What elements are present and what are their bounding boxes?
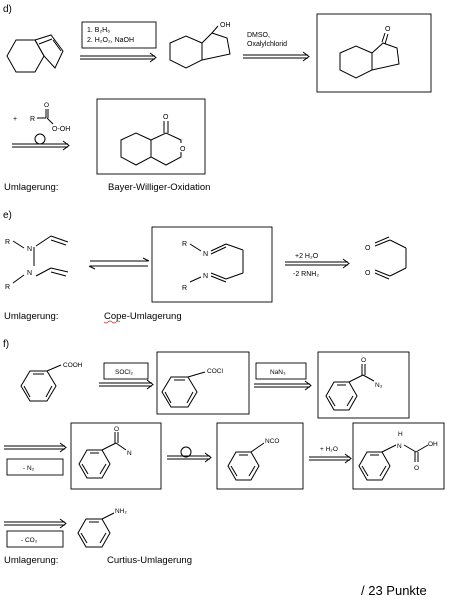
acid-chloride-box bbox=[156, 351, 250, 415]
carbamic-oh: OH bbox=[428, 441, 438, 448]
reagent-box-hydroboration bbox=[81, 21, 157, 49]
atom-r2: R bbox=[5, 284, 10, 291]
acyl-nitrene-box bbox=[70, 422, 162, 490]
carbamic-n: N bbox=[397, 443, 402, 450]
bicyclic-alcohol-structure bbox=[169, 25, 231, 69]
arrow-head bbox=[146, 379, 154, 390]
lactone-product-box bbox=[96, 98, 206, 175]
aniline-structure bbox=[77, 512, 115, 548]
atom-n1: N bbox=[27, 246, 32, 253]
group-cooh: COOH bbox=[63, 362, 83, 369]
reagent-plus-water: +2 H₂O bbox=[295, 253, 319, 260]
reagent-box-nan3 bbox=[255, 362, 307, 380]
section-e-label: e) bbox=[3, 210, 12, 221]
group-nco: NCO bbox=[265, 438, 279, 445]
box-atom-n2: N bbox=[203, 273, 208, 280]
peracid-o-oh: O-OH bbox=[52, 126, 70, 133]
bicyclic-alkene-structure bbox=[6, 34, 64, 73]
isocyanate-box bbox=[216, 422, 304, 490]
bicyclic-ketone-structure bbox=[339, 32, 400, 79]
reagent-oxalylchlorid: Oxalylchlorid bbox=[247, 41, 287, 48]
ketone-product-box bbox=[316, 13, 432, 93]
carbamic-o: O bbox=[414, 465, 419, 472]
section-f-label: f) bbox=[3, 339, 9, 350]
reagent-minus-co2: - CO₂ bbox=[21, 537, 38, 544]
rearrangement-name-f: Curtius-Umlagerung bbox=[107, 555, 192, 566]
isocyanate-structure bbox=[227, 442, 265, 481]
arrow-head bbox=[204, 452, 212, 463]
benzoic-acid-structure bbox=[20, 364, 62, 402]
dialdehyde-o1: O bbox=[365, 245, 371, 252]
peracid-plus: + bbox=[13, 116, 17, 123]
arrow-head bbox=[59, 518, 67, 529]
peracid-o-top: O bbox=[44, 102, 49, 109]
acid-chloride-structure bbox=[161, 371, 206, 408]
circle-symbol bbox=[180, 446, 192, 458]
circle-symbol bbox=[34, 133, 46, 145]
diimine-structure bbox=[189, 243, 244, 283]
box-atom-n1: N bbox=[203, 251, 208, 258]
arrow-head bbox=[149, 52, 157, 63]
reagent-minus-amine: -2 RNH₂ bbox=[293, 271, 319, 278]
arrow-head bbox=[62, 140, 70, 151]
lactone-structure bbox=[120, 121, 182, 166]
divinylhydrazine-structure bbox=[12, 235, 69, 284]
box-atom-r1: R bbox=[182, 241, 187, 248]
group-nh2: NH₂ bbox=[115, 508, 127, 515]
atom-oh: OH bbox=[220, 22, 231, 29]
rearrangement-name-e: Cope-Umlagerung bbox=[104, 311, 182, 322]
rearrangement-label-d: Umlagerung: bbox=[4, 182, 58, 193]
reagent-b2h6: 1. B₂H₆ bbox=[87, 27, 110, 34]
arrow-head bbox=[88, 265, 96, 270]
azide-o: O bbox=[361, 357, 366, 364]
points-total: / 23 Punkte bbox=[361, 583, 427, 598]
atom-background bbox=[179, 143, 187, 152]
acyl-azide-box bbox=[317, 351, 410, 419]
nitrene-n: N bbox=[127, 450, 132, 457]
peracid-bond bbox=[46, 117, 54, 125]
atom-n2: N bbox=[27, 270, 32, 277]
lactone-o-carbonyl: O bbox=[163, 114, 169, 121]
section-d-label: d) bbox=[3, 4, 12, 15]
atom-ketone-o: O bbox=[385, 26, 391, 33]
arrow-head bbox=[59, 442, 67, 453]
arrow-head bbox=[342, 258, 350, 269]
reagent-box-minus-co2 bbox=[6, 530, 64, 548]
rearrangement-label-e: Umlagerung: bbox=[4, 311, 58, 322]
reagent-h2o2-naoh: 2. H₂O₂, NaOH bbox=[87, 37, 134, 44]
box-atom-r2: R bbox=[182, 285, 187, 292]
group-cocl: COCl bbox=[207, 368, 223, 375]
dialdehyde-structure bbox=[374, 236, 407, 280]
acyl-azide-structure bbox=[325, 364, 375, 411]
reagent-minus-n2: - N₂ bbox=[23, 465, 35, 472]
reagent-plus-h2o: + H₂O bbox=[320, 446, 338, 453]
carbamic-h: H bbox=[398, 431, 403, 438]
arrow-head bbox=[304, 380, 312, 391]
reagent-nan3: NaN₃ bbox=[270, 369, 286, 376]
lactone-o-ring: O bbox=[180, 146, 186, 153]
rearrangement-label-f: Umlagerung: bbox=[4, 555, 58, 566]
reagent-socl2: SOCl₂ bbox=[115, 369, 134, 376]
reagent-box-socl2 bbox=[103, 362, 149, 380]
diimine-intermediate-box bbox=[151, 226, 273, 303]
dialdehyde-o2: O bbox=[365, 270, 371, 277]
peracid-r: R bbox=[30, 116, 35, 123]
reagent-dmso: DMSO, bbox=[247, 32, 270, 39]
arrow-head bbox=[302, 51, 310, 62]
nitrene-o: O bbox=[114, 426, 119, 433]
arrow-head bbox=[142, 257, 150, 262]
carbamic-acid-structure bbox=[358, 444, 429, 481]
acyl-nitrene-structure bbox=[78, 432, 127, 479]
spellcheck-underline bbox=[103, 320, 121, 324]
reagent-box-minus-n2 bbox=[6, 458, 64, 476]
carbamic-acid-box bbox=[352, 422, 445, 490]
atom-r1: R bbox=[5, 239, 10, 246]
rearrangement-name-d: Bayer-Williger-Oxidation bbox=[108, 182, 210, 193]
azide-n3: N₃ bbox=[375, 382, 383, 389]
arrow-head bbox=[344, 453, 352, 464]
